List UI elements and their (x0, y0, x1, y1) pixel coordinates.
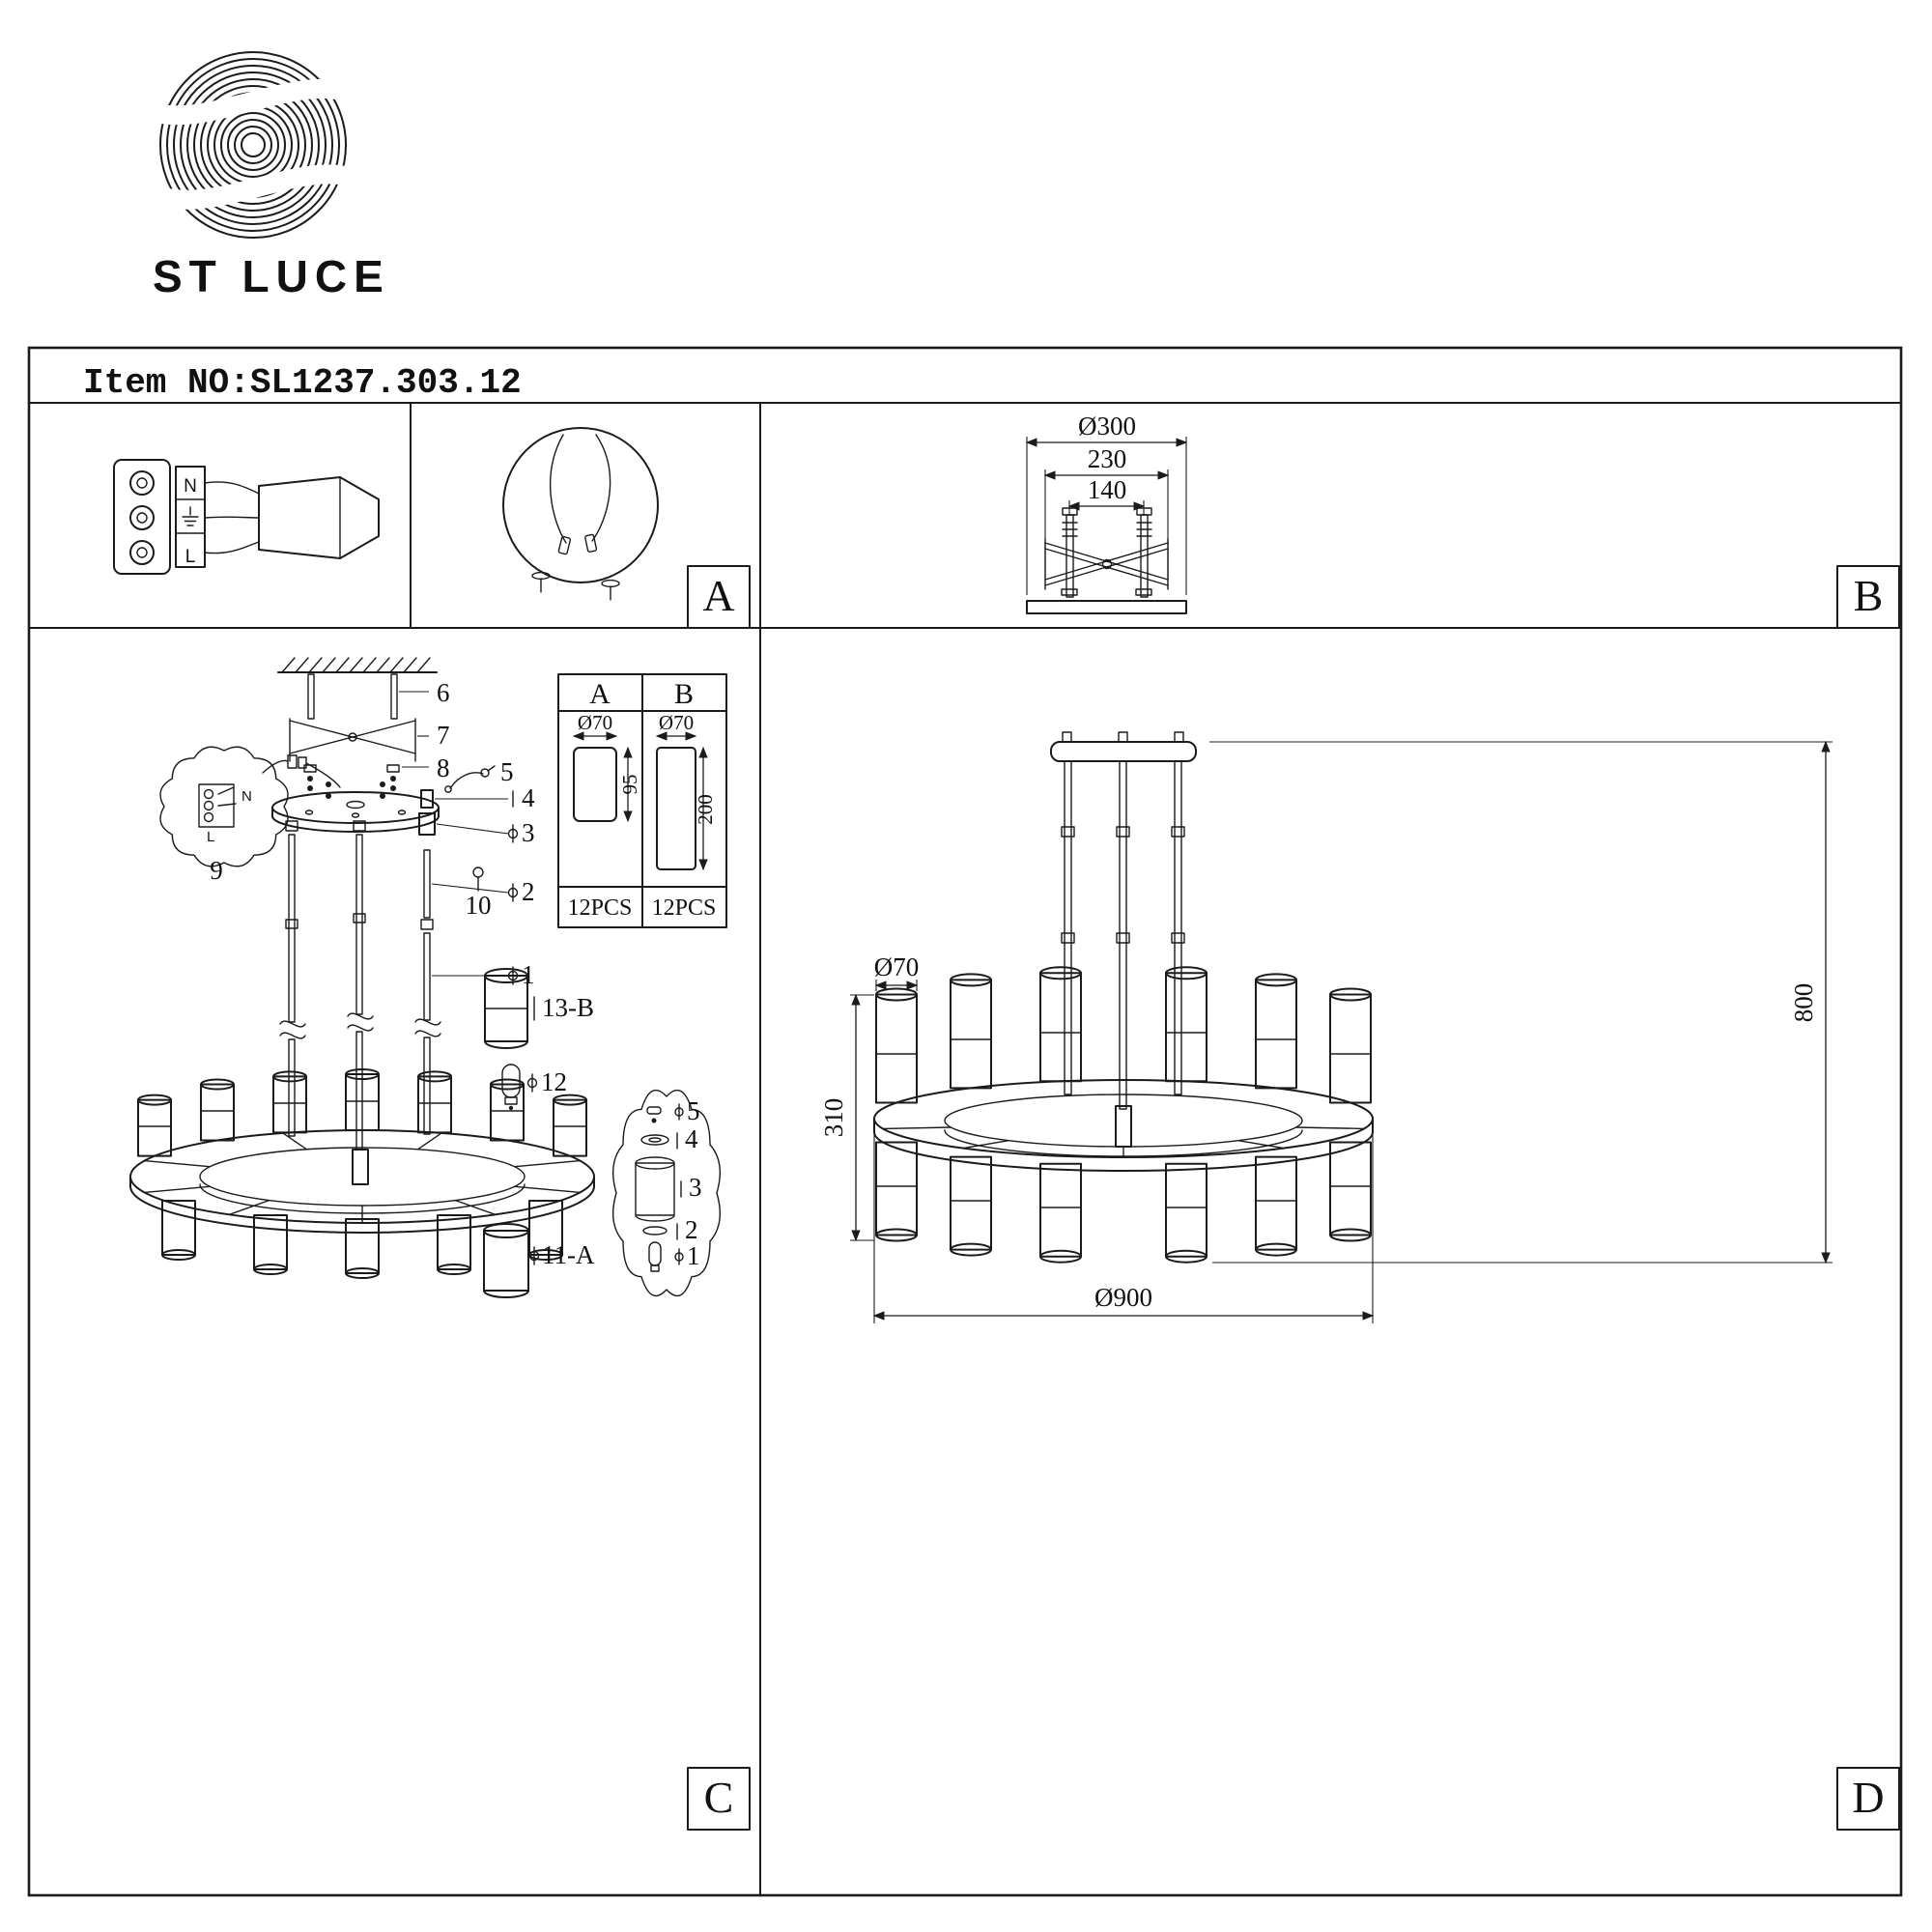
panel-c-tag: C (687, 1767, 751, 1831)
front-upper-tubes (875, 966, 1372, 1104)
dim-tube-diameter: Ø70 (874, 952, 920, 981)
panel-a-letter: A (702, 571, 734, 620)
table-a-qty: 12PCS (568, 895, 633, 921)
part-6-label: 6 (437, 678, 450, 707)
table-b-qty: 12PCS (652, 895, 717, 921)
st-luce-logo (135, 51, 369, 239)
dim-plate-diameter: Ø300 (1078, 412, 1136, 440)
part-11a-shade (483, 1223, 529, 1298)
front-lower-tubes (875, 1141, 1372, 1264)
shade-stack-cloud: 5 4 3 2 1 (611, 1089, 722, 1297)
panel-a-terminal-diagram: N L (113, 459, 380, 575)
terminal-l-label: L (185, 547, 196, 567)
part-13b-shade (484, 968, 528, 1049)
panel-d-tag: D (1836, 1767, 1900, 1831)
panel-b-letter: B (1854, 571, 1884, 620)
item-number: Item NO:SL1237.303.12 (83, 363, 522, 403)
part-8-label: 8 (437, 753, 450, 782)
brand-name: ST LUCE (153, 251, 390, 301)
detail-2-label: 2 (685, 1215, 698, 1244)
table-b-diameter: Ø70 (659, 711, 694, 734)
ring-lower-tubes (161, 1200, 563, 1279)
canopy (271, 781, 440, 833)
part-12-label: 12 (541, 1067, 567, 1096)
table-a-diameter: Ø70 (578, 711, 612, 734)
part-9-wiring-cloud: L N (159, 746, 289, 867)
part-3-label: 3 (522, 818, 535, 847)
dim-total-height: 800 (1789, 983, 1818, 1023)
panel-b-tag: B (1836, 565, 1900, 629)
table-b-height: 200 (694, 794, 717, 825)
panel-c-exploded-diagram: 6 7 8 5 (129, 657, 727, 1298)
panel-d-letter: D (1852, 1773, 1884, 1822)
detail-4-label: 4 (685, 1124, 698, 1153)
panel-c-letter: C (704, 1773, 734, 1822)
part-7-label: 7 (437, 721, 450, 750)
panel-d-dimension-diagram: Ø70 310 800 Ø900 (819, 731, 1833, 1323)
table-col-b: B (674, 678, 694, 710)
dim-bracket-outer: 230 (1088, 444, 1127, 473)
cloud-n-label: N (242, 788, 252, 805)
wire-pin-left (531, 571, 551, 593)
ceiling-hatch (277, 657, 438, 673)
part-9-label: 9 (210, 856, 223, 885)
dim-bracket-inner: 140 (1088, 475, 1127, 504)
part-10-label: 10 (466, 891, 492, 920)
ring-front-view (873, 1079, 1374, 1172)
earth-symbol (182, 506, 199, 526)
table-a-height: 95 (618, 775, 641, 795)
chandelier-ring (129, 1129, 595, 1234)
sheet-frame (27, 346, 1903, 1897)
panel-a-wire-detail-circle (502, 427, 659, 601)
terminal-n-label: N (184, 476, 197, 497)
detail-1-label: 1 (687, 1241, 700, 1270)
table-col-a: A (589, 678, 611, 710)
dim-ring-diameter: Ø900 (1094, 1283, 1152, 1312)
part-2-label: 2 (522, 877, 535, 906)
panel-a-tag: A (687, 565, 751, 629)
wire-pin-right (601, 579, 620, 601)
ring-upper-tubes (137, 1068, 587, 1157)
cloud-l-label: L (207, 829, 214, 845)
detail-5-label: 5 (687, 1096, 700, 1125)
detail-3-label: 3 (689, 1173, 702, 1202)
panel-b-bracket-diagram: Ø300 230 140 (1025, 412, 1188, 614)
part-5-label: 5 (500, 757, 514, 786)
parts-size-table: A B Ø70 95 Ø70 200 12PCS 12PCS (557, 673, 727, 928)
part-5-tool (444, 765, 496, 793)
part-12-lamp (501, 1064, 521, 1111)
part-11a-label: 11-A (542, 1240, 595, 1269)
dim-body-height: 310 (819, 1098, 848, 1138)
part-13b-label: 13-B (542, 993, 594, 1022)
part-4-label: 4 (522, 783, 535, 812)
